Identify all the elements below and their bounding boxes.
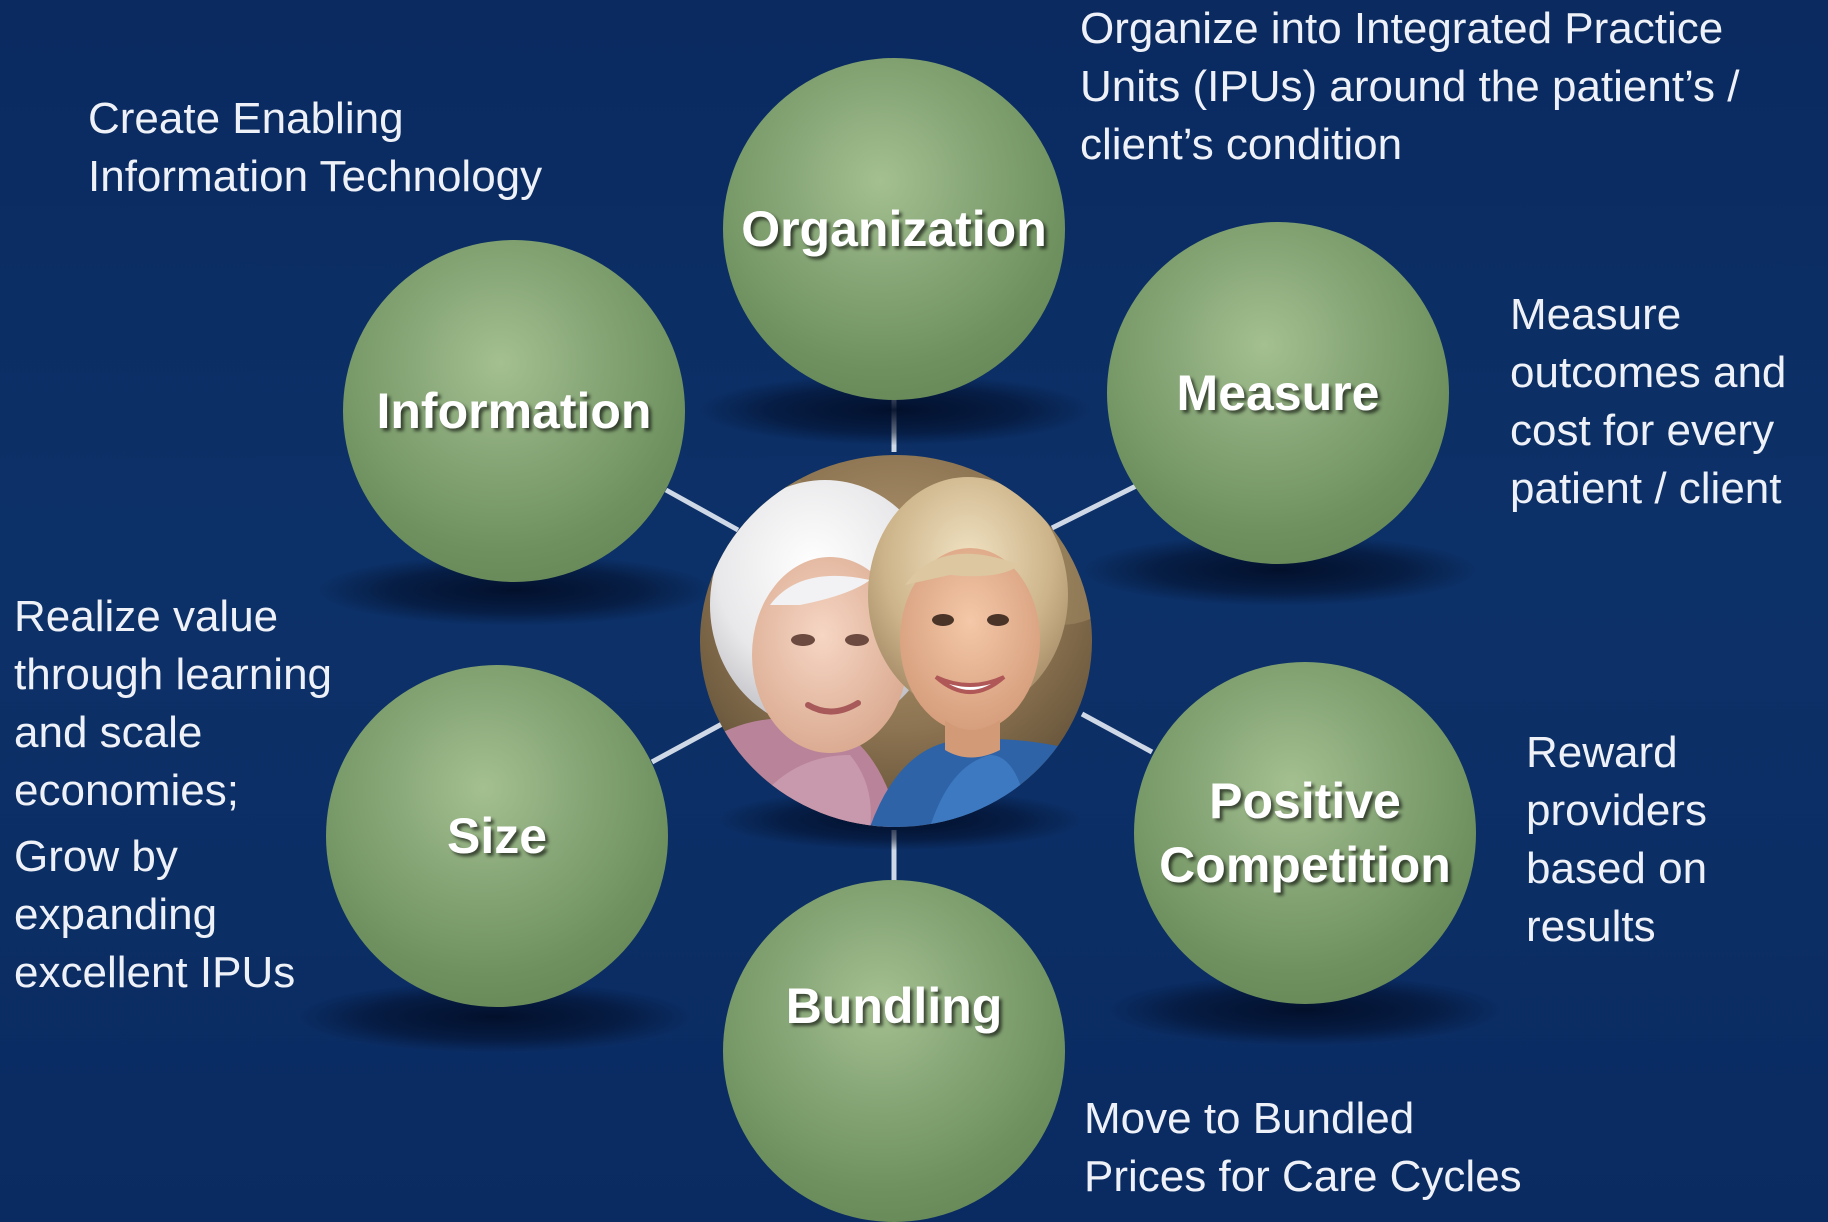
size-description-learning: Realize value through learning and scale… [14, 592, 333, 815]
node-size: Size [326, 665, 668, 1007]
node-organization-label: Organization [741, 201, 1047, 257]
node-size-label: Size [446, 808, 548, 864]
bundling-description: Move to Bundled Prices for Care Cycles [1084, 1094, 1522, 1201]
photo-two-women-image [700, 455, 1092, 827]
node-positive-competition: Positive Competition [1134, 662, 1476, 1004]
node-bundling-label: Bundling [785, 978, 1003, 1034]
node-organization: Organization [723, 58, 1065, 400]
positive-competition-description: Reward providers based on results [1526, 728, 1708, 951]
node-positive-competition-label: Positive Competition [1159, 773, 1451, 893]
information-description: Create Enabling Information Technology [88, 94, 543, 201]
connector-information [664, 487, 740, 533]
connector-positive-competition [1080, 711, 1154, 755]
node-information-label: Information [376, 383, 652, 439]
node-information: Information [343, 240, 685, 582]
measure-description: Measure outcomes and cost for every pati… [1510, 290, 1787, 513]
connector-measure [1050, 483, 1138, 531]
size-description-grow: Grow by expanding excellent IPUs [14, 832, 296, 997]
node-measure-label: Measure [1176, 365, 1380, 421]
node-measure: Measure [1107, 222, 1449, 564]
organization-description: Organize into Integrated Practice Units … [1080, 4, 1740, 169]
center-photo [700, 455, 1092, 827]
node-bundling: Bundling [723, 880, 1065, 1222]
connector-size [650, 721, 724, 765]
